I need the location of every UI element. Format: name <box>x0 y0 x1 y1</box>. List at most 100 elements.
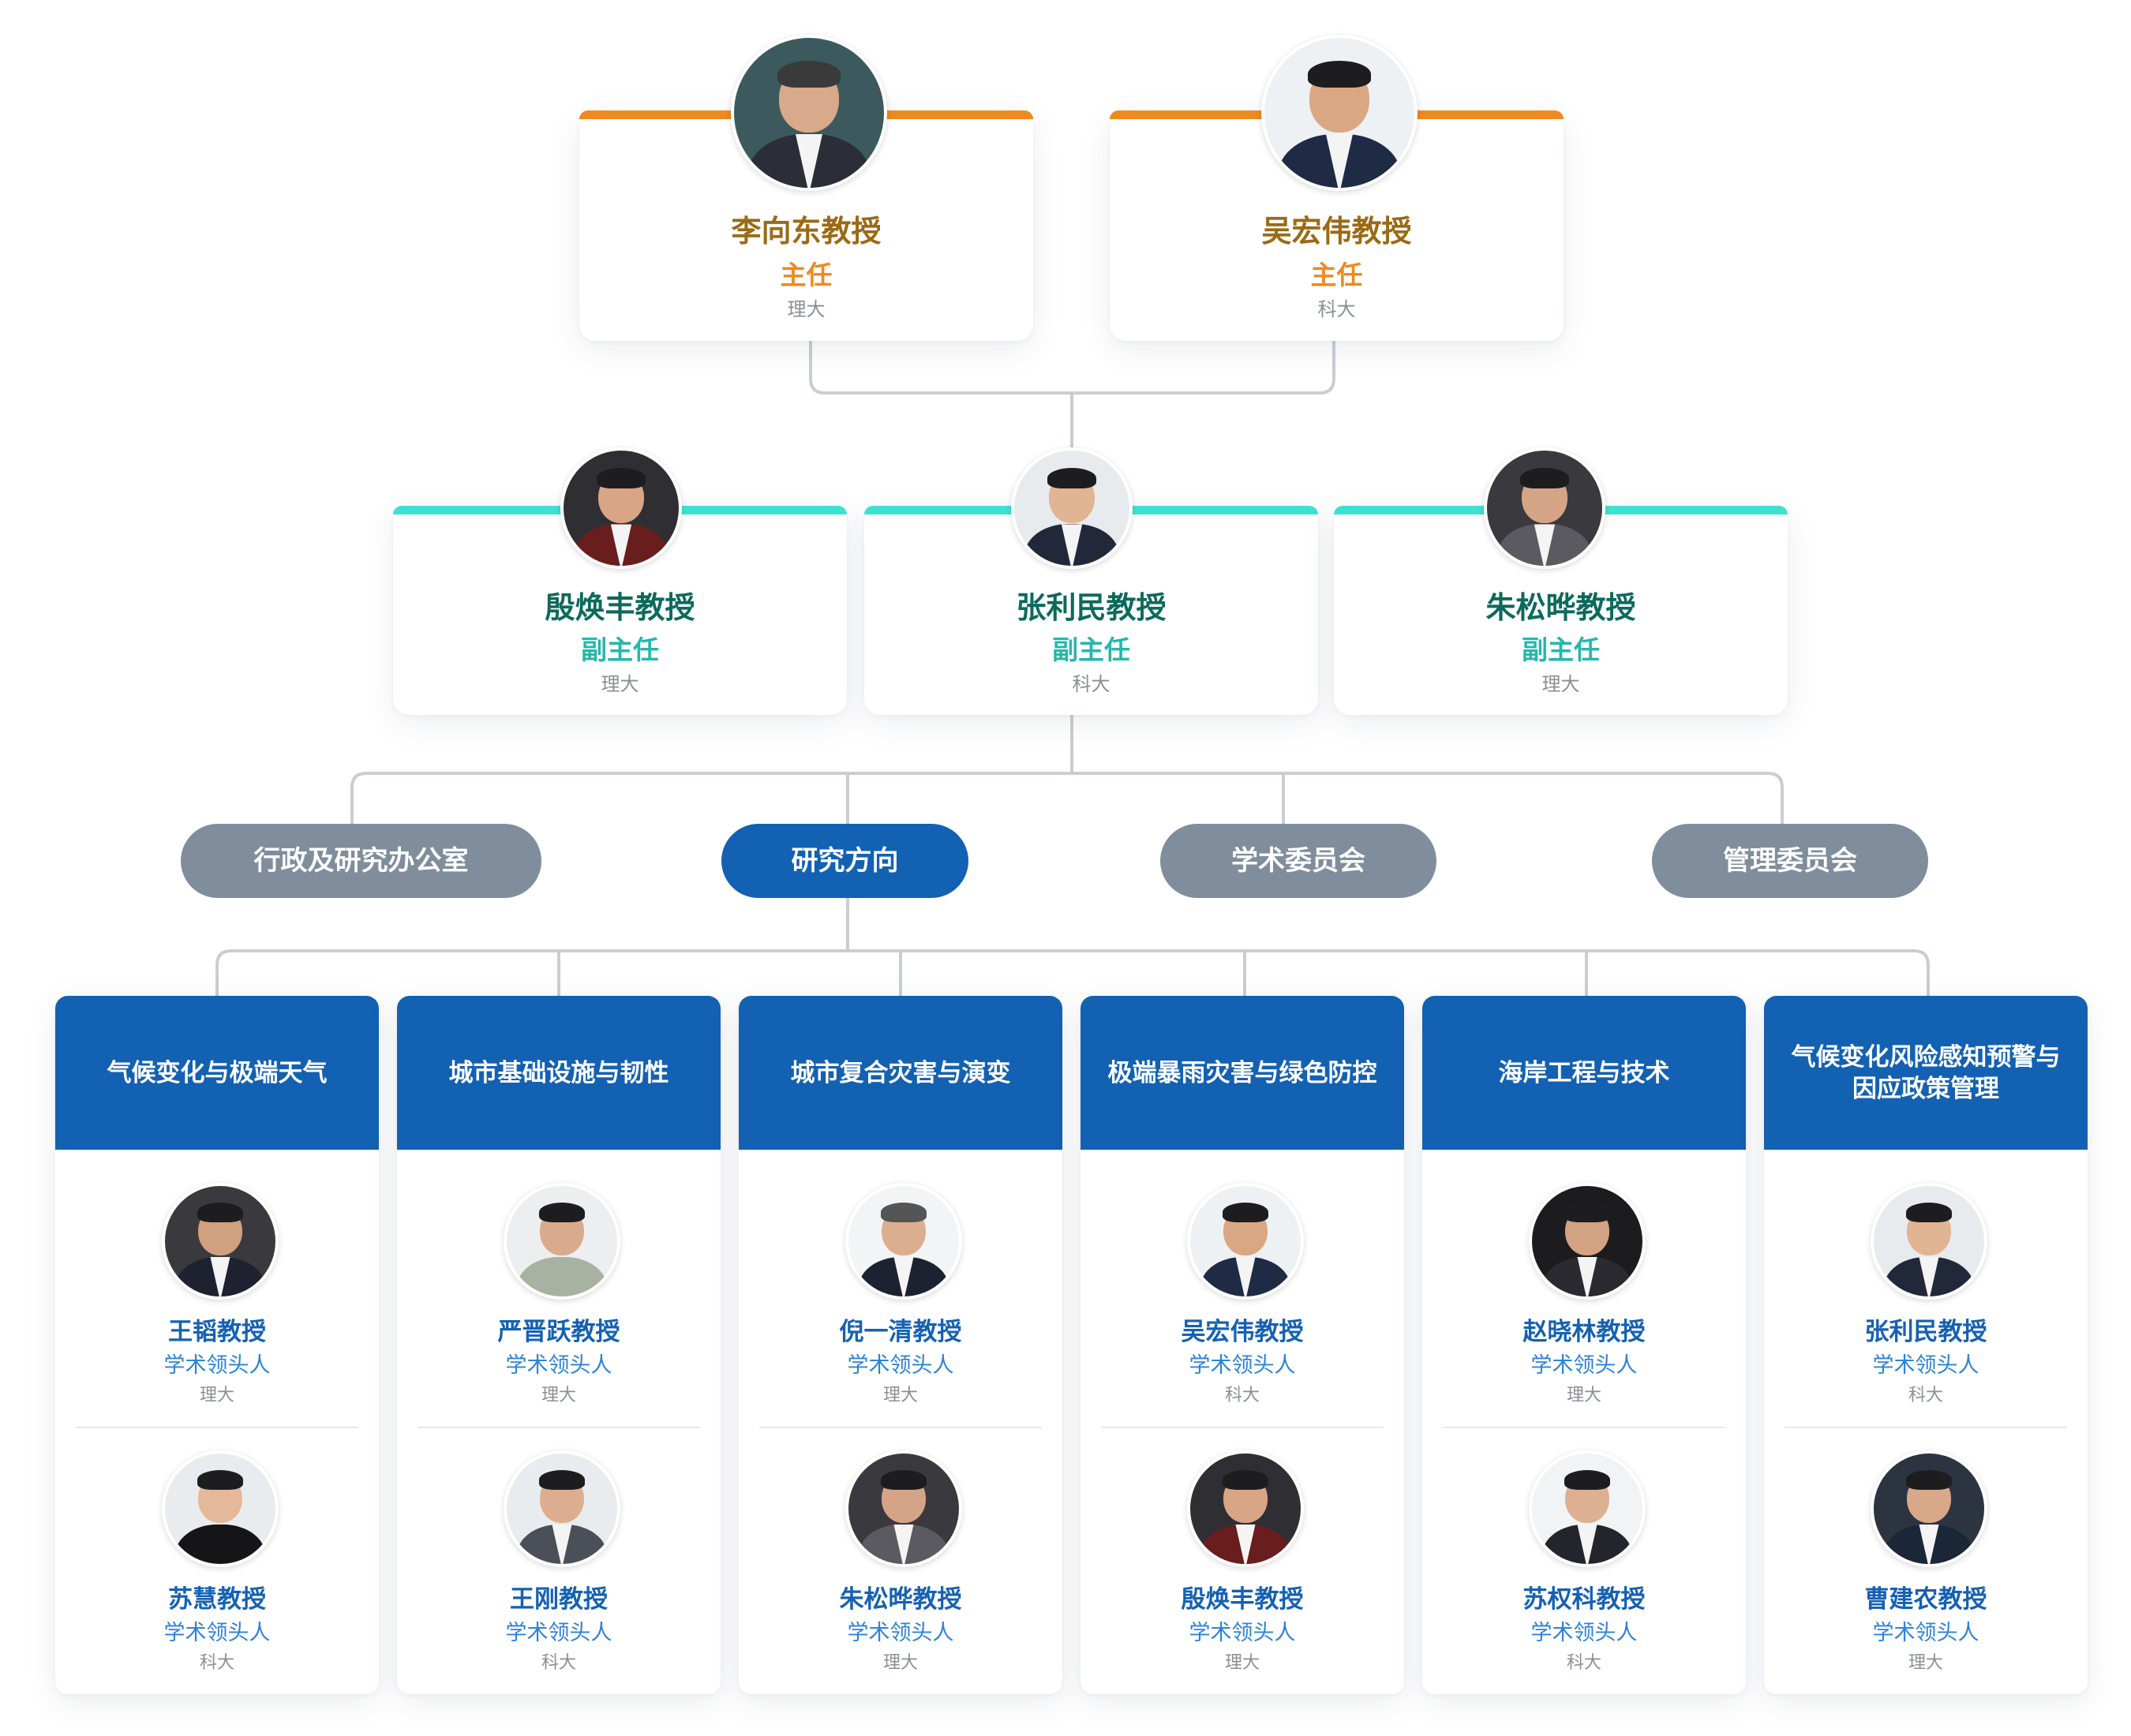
member-role: 学术领头人 <box>1872 1353 1979 1378</box>
research-area-header: 气候变化风险感知预警与因应政策管理 <box>1764 996 2088 1150</box>
connector-directors <box>809 341 1335 395</box>
accent-bar <box>393 506 589 514</box>
person-name: 吴宏伟教授 <box>1261 214 1412 249</box>
portrait-photo <box>1529 1183 1646 1300</box>
member-divider <box>1443 1427 1725 1428</box>
member-divider <box>1101 1427 1384 1428</box>
unit-admin-office[interactable]: 行政及研究办公室 <box>181 824 541 898</box>
member-role: 学术领头人 <box>1530 1353 1638 1378</box>
member-affiliation: 科大 <box>1224 1386 1260 1405</box>
portrait-photo <box>162 1450 279 1567</box>
research-area-title: 城市基础设施与韧性 <box>448 1058 669 1087</box>
accent-bar <box>1368 110 1564 119</box>
research-area-header: 城市复合灾害与演变 <box>739 996 1062 1150</box>
portrait-photo <box>731 35 887 191</box>
member-role: 学术领头人 <box>163 1621 271 1645</box>
research-area-column: 城市复合灾害与演变 倪一清教授 学术领头人 理大 朱松晔教授 学术领头人 理大 <box>739 996 1062 1694</box>
research-area-column: 海岸工程与技术 赵晓林教授 学术领头人 理大 苏权科教授 学术领头人 科大 <box>1422 996 1746 1694</box>
member-role: 学术领头人 <box>1189 1621 1296 1645</box>
research-area-column: 极端暴雨灾害与绿色防控 吴宏伟教授 学术领头人 科大 殷焕丰教授 学术领头人 理… <box>1080 996 1404 1694</box>
portrait-photo <box>162 1183 279 1300</box>
member-affiliation: 科大 <box>199 1653 234 1673</box>
person-affiliation: 科大 <box>1317 298 1356 320</box>
person-affiliation: 理大 <box>601 673 639 695</box>
member-role: 学术领头人 <box>1872 1621 1979 1645</box>
portrait-photo <box>845 1450 962 1567</box>
member-divider <box>418 1427 700 1428</box>
member-role: 学术领头人 <box>1189 1353 1296 1378</box>
research-area-column: 城市基础设施与韧性 严晋跃教授 学术领头人 理大 王刚教授 学术领头人 科大 <box>397 996 721 1694</box>
member-name: 王韬教授 <box>168 1318 266 1346</box>
member-name: 吴宏伟教授 <box>1181 1318 1304 1346</box>
portrait-photo <box>560 447 682 569</box>
research-area-column: 气候变化风险感知预警与因应政策管理 张利民教授 学术领头人 科大 曹建农教授 学… <box>1764 996 2088 1694</box>
unit-management-committee[interactable]: 管理委员会 <box>1652 824 1928 898</box>
member-affiliation: 理大 <box>199 1386 234 1405</box>
member-affiliation: 理大 <box>1224 1653 1260 1673</box>
member-affiliation: 理大 <box>1908 1653 1943 1673</box>
member-divider <box>1785 1427 2067 1428</box>
member-name: 苏慧教授 <box>168 1585 266 1614</box>
accent-bar <box>1334 506 1530 514</box>
accent-bar <box>579 110 775 119</box>
member-name: 张利民教授 <box>1864 1318 1987 1346</box>
member-role: 学术领头人 <box>847 1621 954 1645</box>
research-area-header: 气候变化与极端天气 <box>55 996 379 1150</box>
accent-bar <box>1122 506 1318 514</box>
portrait-photo <box>1484 447 1605 569</box>
person-role: 副主任 <box>581 634 659 665</box>
portrait-photo <box>1187 1183 1304 1300</box>
person-role: 副主任 <box>1052 634 1130 665</box>
member-name: 曹建农教授 <box>1864 1585 1987 1614</box>
portrait-photo <box>1187 1450 1304 1567</box>
deputy-card: 殷焕丰教授 副主任 理大 <box>393 506 847 715</box>
portrait-photo <box>1261 35 1418 191</box>
person-role: 副主任 <box>1522 634 1600 665</box>
research-area-column: 气候变化与极端天气 王韬教授 学术领头人 理大 苏慧教授 学术领头人 科大 <box>55 996 379 1694</box>
member-affiliation: 理大 <box>1566 1386 1601 1405</box>
research-area-title: 气候变化风险感知预警与因应政策管理 <box>1791 1042 2061 1103</box>
person-name: 朱松晔教授 <box>1485 590 1636 625</box>
member-affiliation: 科大 <box>1908 1386 1943 1405</box>
member-name: 严晋跃教授 <box>497 1318 620 1346</box>
person-role: 主任 <box>780 260 833 290</box>
connector-units <box>350 772 1784 824</box>
person-affiliation: 理大 <box>787 298 826 320</box>
member-role: 学术领头人 <box>505 1353 612 1378</box>
member-name: 王刚教授 <box>510 1585 608 1614</box>
unit-research-direction[interactable]: 研究方向 <box>721 824 968 898</box>
accent-bar <box>837 110 1033 119</box>
person-name: 殷焕丰教授 <box>545 590 695 625</box>
portrait-photo <box>504 1450 620 1567</box>
portrait-photo <box>1529 1450 1646 1567</box>
person-affiliation: 理大 <box>1541 673 1580 695</box>
portrait-photo <box>1871 1183 1987 1300</box>
member-name: 苏权科教授 <box>1522 1585 1646 1614</box>
person-name: 李向东教授 <box>731 214 882 249</box>
accent-bar <box>1592 506 1788 514</box>
unit-academic-committee[interactable]: 学术委员会 <box>1160 824 1436 898</box>
member-divider <box>759 1427 1042 1428</box>
member-divider <box>76 1427 358 1428</box>
portrait-photo <box>504 1183 620 1300</box>
person-role: 主任 <box>1310 260 1363 290</box>
member-role: 学术领头人 <box>847 1353 954 1378</box>
research-area-title: 气候变化与极端天气 <box>107 1058 328 1087</box>
director-card: 吴宏伟教授 主任 科大 <box>1110 110 1564 341</box>
accent-bar <box>651 506 847 514</box>
research-area-header: 极端暴雨灾害与绿色防控 <box>1080 996 1404 1150</box>
member-role: 学术领头人 <box>505 1621 612 1645</box>
member-affiliation: 科大 <box>541 1653 576 1673</box>
person-affiliation: 科大 <box>1072 673 1110 695</box>
member-name: 殷焕丰教授 <box>1181 1585 1304 1614</box>
portrait-photo <box>1011 447 1133 569</box>
member-affiliation: 理大 <box>882 1653 918 1673</box>
portrait-photo <box>845 1183 962 1300</box>
member-affiliation: 理大 <box>541 1386 576 1405</box>
member-role: 学术领头人 <box>163 1353 271 1378</box>
person-name: 张利民教授 <box>1016 590 1167 625</box>
member-name: 朱松晔教授 <box>839 1585 962 1614</box>
research-area-title: 海岸工程与技术 <box>1498 1058 1670 1087</box>
member-name: 赵晓林教授 <box>1522 1318 1646 1346</box>
accent-bar <box>1110 110 1305 119</box>
